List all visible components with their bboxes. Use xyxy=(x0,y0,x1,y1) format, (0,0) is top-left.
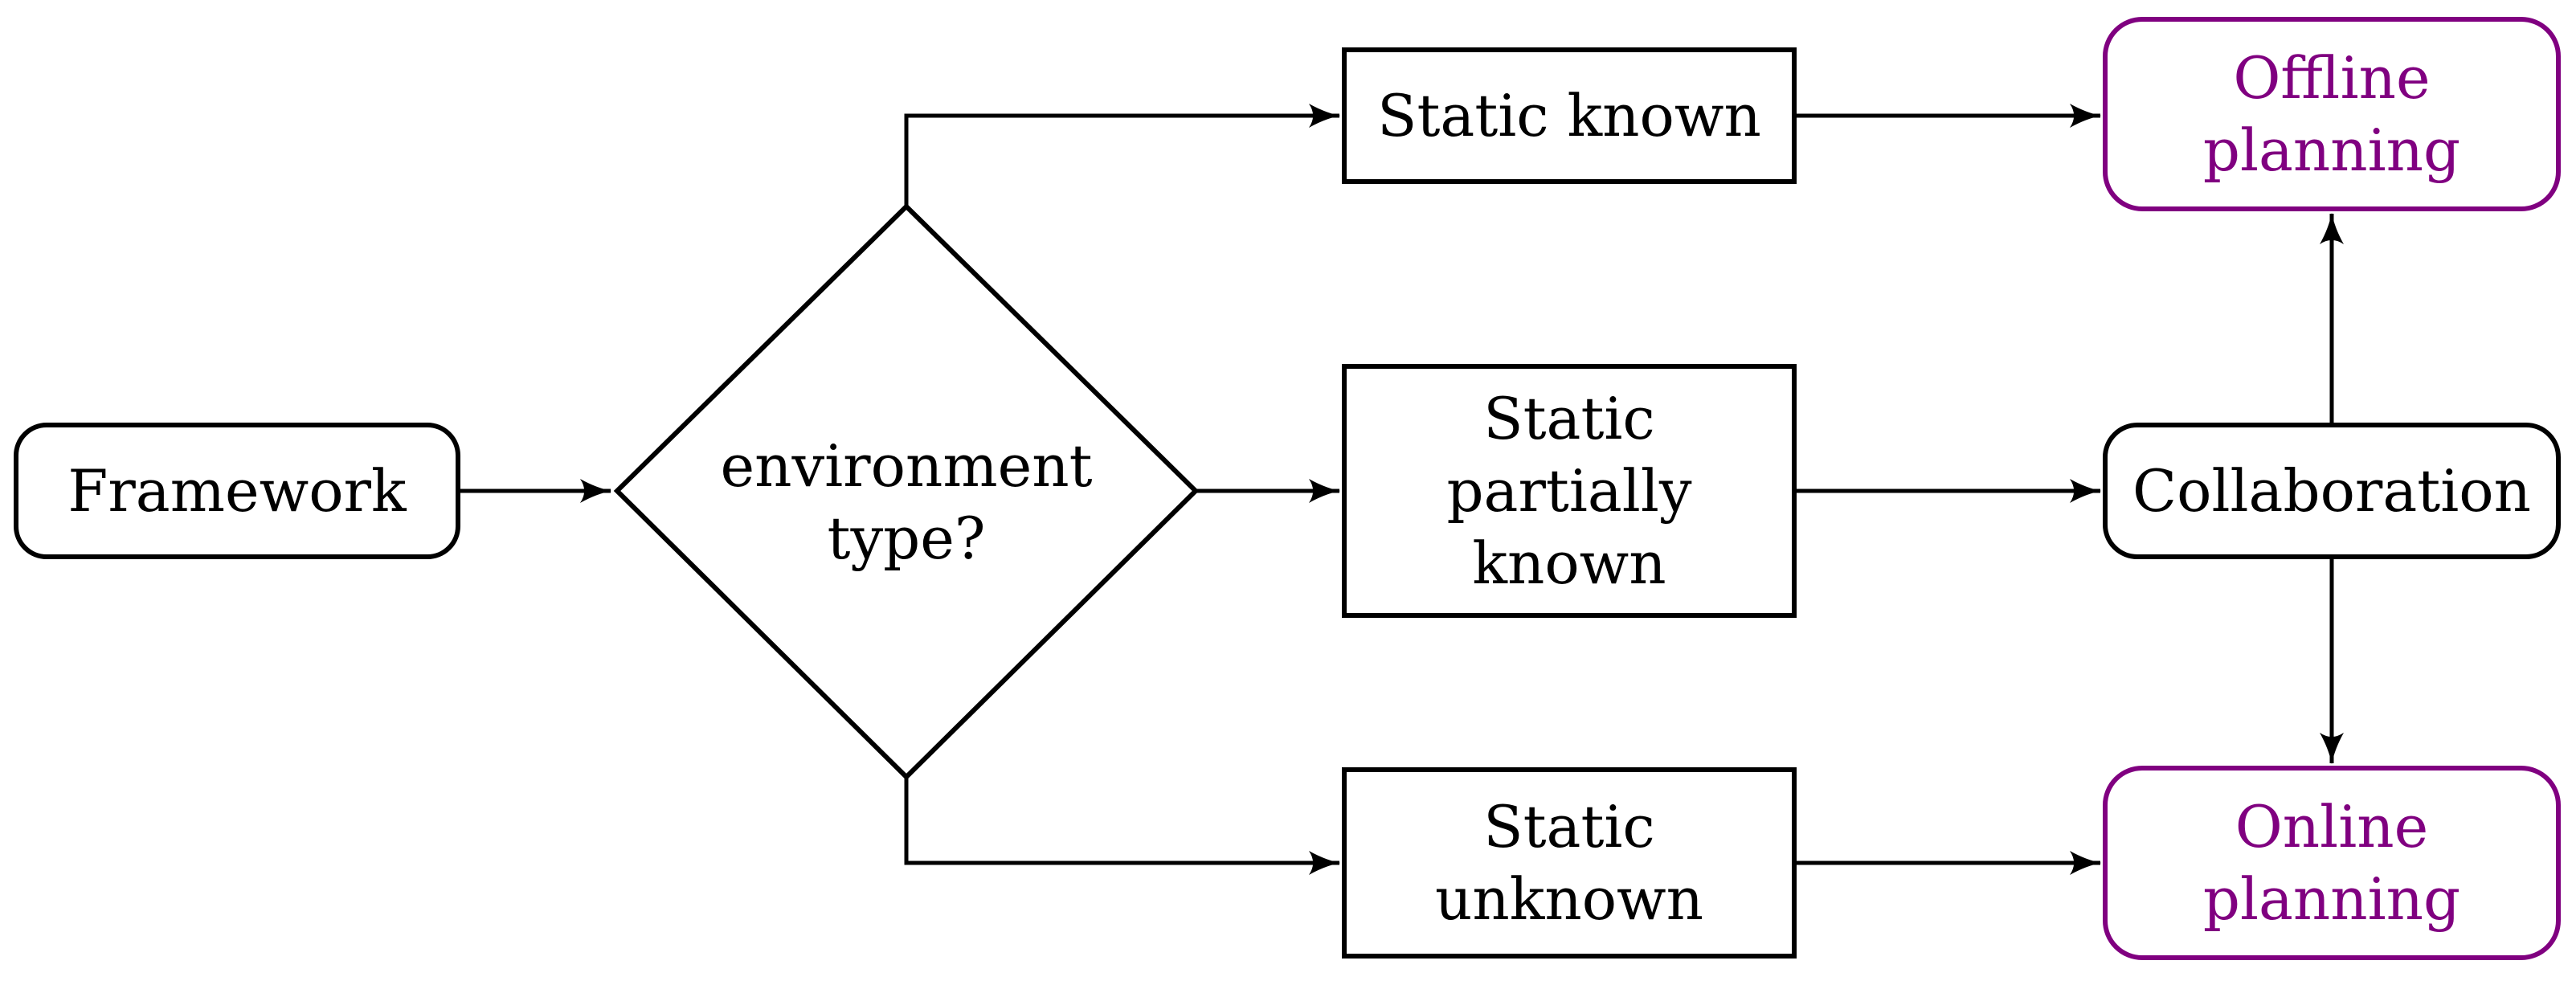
static-partially-known-label: Static partially known xyxy=(1446,385,1692,597)
static-unknown-node xyxy=(1342,767,1797,959)
static-unknown-label: Static unknown xyxy=(1434,793,1704,933)
framework-node xyxy=(14,423,460,559)
collaboration-node xyxy=(2103,423,2561,559)
static-partially-known-node xyxy=(1342,364,1797,618)
static-known-node xyxy=(1342,47,1797,184)
environment-type-decision-diamond xyxy=(613,202,1200,781)
environment-type-label: environment type? xyxy=(720,432,1093,572)
online-planning-node xyxy=(2103,766,2561,960)
offline-planning-node xyxy=(2103,17,2561,211)
edge-environment-type-to-static-known xyxy=(904,104,1341,206)
online-planning-label: Online planning xyxy=(2202,793,2461,933)
offline-planning-label: Offline planning xyxy=(2202,44,2461,184)
static-known-label: Static known xyxy=(1377,82,1761,149)
collaboration-label: Collaboration xyxy=(2132,457,2531,525)
framework-label: Framework xyxy=(67,457,407,525)
edge-environment-type-to-static-unknown xyxy=(904,777,1341,875)
